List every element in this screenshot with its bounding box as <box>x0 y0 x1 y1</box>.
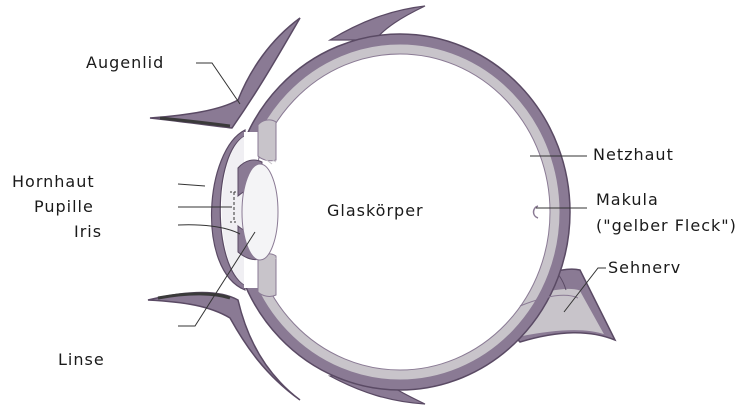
label-makula-subtitle: ("gelber Fleck") <box>596 216 737 236</box>
label-linse: Linse <box>58 350 105 370</box>
label-makula: Makula <box>596 190 659 210</box>
label-sehnerv: Sehnerv <box>608 258 681 278</box>
label-augenlid: Augenlid <box>86 53 164 73</box>
label-hornhaut: Hornhaut <box>12 172 95 192</box>
label-iris: Iris <box>74 222 102 242</box>
label-netzhaut: Netzhaut <box>593 145 674 165</box>
label-glaskoerper: Glaskörper <box>327 201 424 221</box>
label-pupille: Pupille <box>34 197 94 217</box>
